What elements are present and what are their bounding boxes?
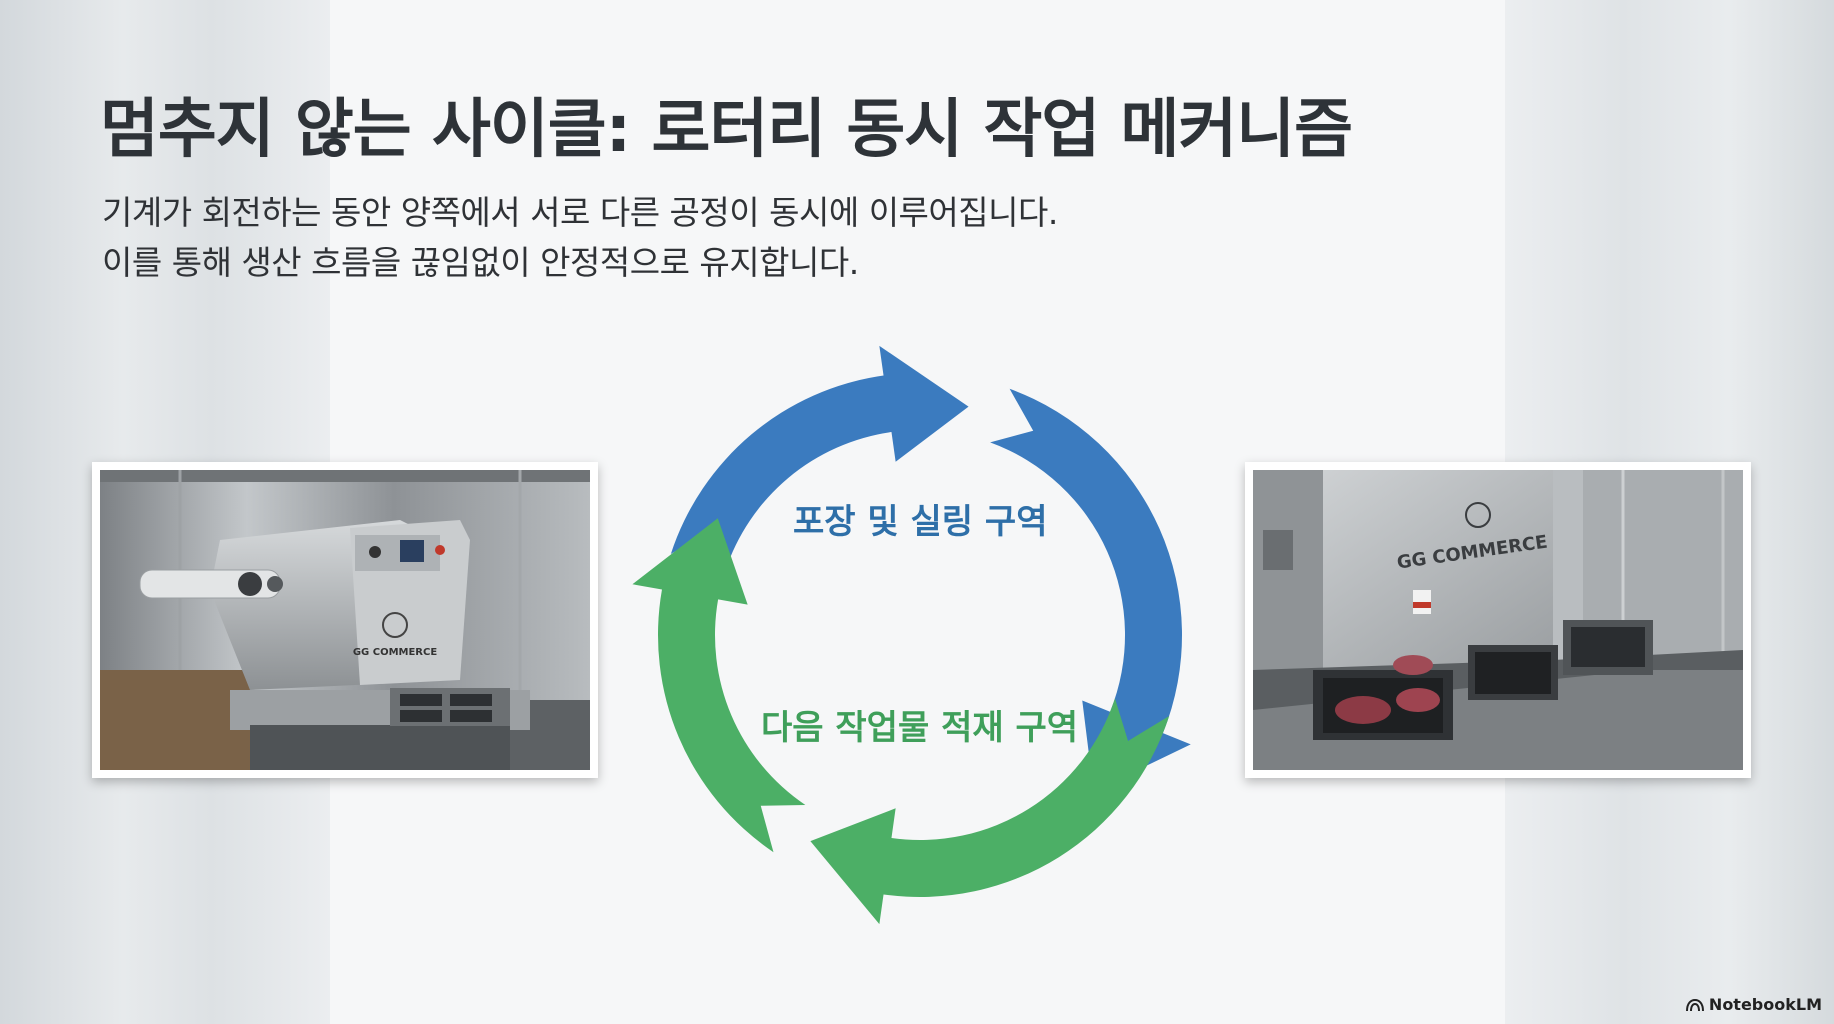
cycle-arrow-right: [990, 388, 1191, 792]
cycle-arrows: [632, 345, 1191, 925]
slide-subtitle: 기계가 회전하는 동안 양쪽에서 서로 다른 공정이 동시에 이루어집니다. 이…: [102, 188, 1058, 288]
brand-text-left: GG COMMERCE: [353, 647, 438, 658]
rotary-cycle-diagram: [632, 345, 1191, 925]
notebooklm-brand: NotebookLM: [1685, 995, 1822, 1014]
machine-illustration-right: GG COMMERCE: [1253, 470, 1743, 770]
loading-zone-label: 다음 작업물 적재 구역: [761, 708, 1079, 748]
subtitle-line-1: 기계가 회전하는 동안 양쪽에서 서로 다른 공정이 동시에 이루어집니다.: [102, 193, 1058, 232]
slide-title: 멈추지 않는 사이클: 로터리 동시 작업 메커니즘: [100, 93, 1353, 167]
notebooklm-logo-icon: [1685, 998, 1704, 1011]
cycle-arrow-top: [670, 345, 969, 572]
cycle-arrow-bottom: [810, 698, 1170, 925]
subtitle-line-2: 이를 통해 생산 흐름을 끊임없이 안정적으로 유지합니다.: [102, 243, 859, 282]
cycle-arrow-left: [632, 518, 806, 853]
packaging-sealing-zone-label: 포장 및 실링 구역: [793, 502, 1048, 542]
brand-text: NotebookLM: [1708, 995, 1822, 1014]
machine-photo-left: GG COMMERCE: [92, 462, 598, 778]
machine-illustration-left: GG COMMERCE: [100, 470, 590, 770]
machine-photo-right: GG COMMERCE: [1245, 462, 1751, 778]
